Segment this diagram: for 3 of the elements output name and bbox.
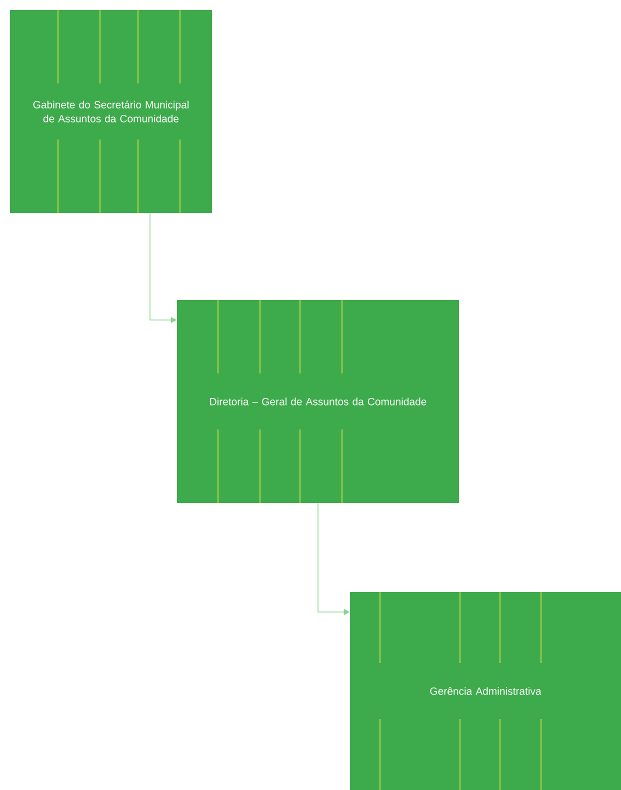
process-box: Gabinete do Secretário Municipal de Assuntos da Comunidade bbox=[10, 10, 212, 213]
process-box: Diretoria – Geral de Assuntos da Comunidade bbox=[177, 300, 459, 503]
process-box: Gerência Administrativa bbox=[350, 592, 621, 790]
